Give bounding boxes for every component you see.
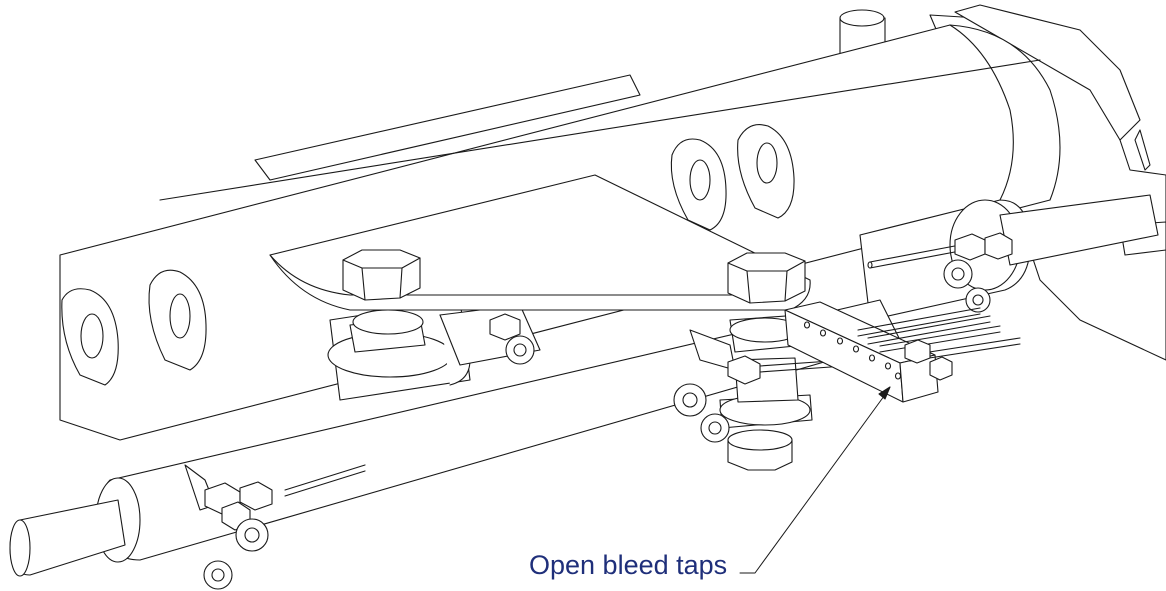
left-hex-bolt [342,249,421,301]
callout-leader [739,386,891,574]
center-mount [327,299,541,401]
right-hex-bolt [727,252,806,304]
beam-lugs-left [61,269,207,386]
right-cylinder [859,194,1159,321]
beam-lugs-upper [670,124,795,231]
right-center-mount [673,314,846,471]
callout-label: Open bleed taps [529,550,728,580]
lower-cylinder [9,299,901,577]
bleed-tap-tubes [857,307,1021,381]
lower-left-fittings [184,464,273,590]
bleed-tap-bar [784,301,939,403]
